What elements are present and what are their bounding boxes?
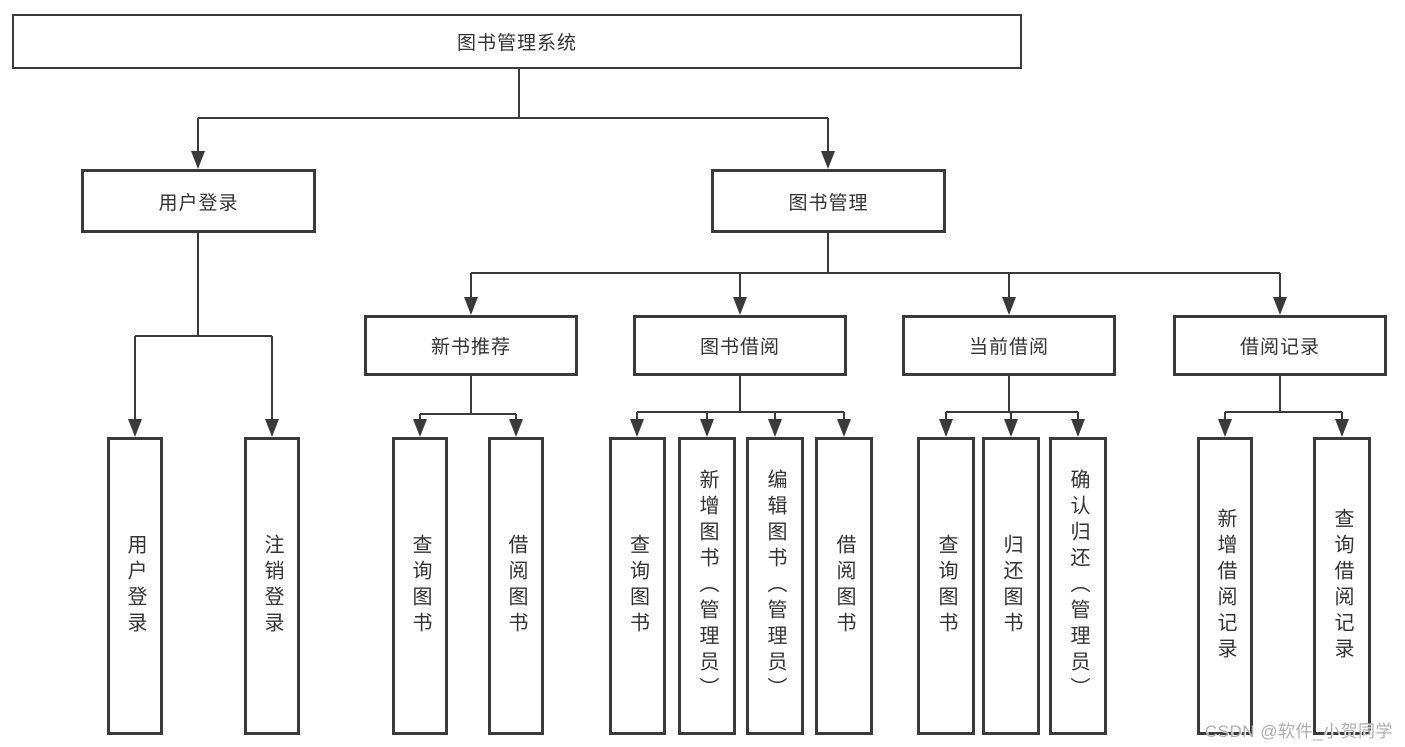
node-book-management: 图书管理 xyxy=(711,169,946,233)
node-borrow-records: 借阅记录 xyxy=(1173,315,1387,376)
node-logout: 注销登录 xyxy=(244,437,300,735)
node-label: 查询图书 xyxy=(935,534,957,638)
node-label: 查询图书 xyxy=(626,534,649,638)
node-label: 新增借阅记录 xyxy=(1214,508,1236,664)
node-label: 查询图书 xyxy=(409,534,431,638)
csdn-watermark: CSDN @软件_小贺同学 xyxy=(1204,722,1393,741)
node-label: 用户登录 xyxy=(124,534,146,638)
node-query-books-recommend: 查询图书 xyxy=(392,437,448,735)
connector-borrow-records-branch xyxy=(1224,376,1343,424)
node-query-books-borrowing: 查询图书 xyxy=(609,437,666,735)
node-user-login-leaf: 用户登录 xyxy=(107,437,163,735)
node-add-borrow-record: 新增借阅记录 xyxy=(1197,437,1253,735)
node-borrow-books-recommend: 借阅图书 xyxy=(488,437,544,735)
node-label: 归还图书 xyxy=(1000,534,1022,638)
node-new-book-recommendation: 新书推荐 xyxy=(364,315,578,376)
node-query-books-current: 查询图书 xyxy=(917,437,975,735)
node-book-borrowing: 图书借阅 xyxy=(633,315,847,376)
node-label: 用户登录 xyxy=(158,192,239,214)
connector-current-borrowing-branch xyxy=(945,376,1079,424)
node-borrow-books-borrowing: 借阅图书 xyxy=(815,437,873,735)
node-label: 注销登录 xyxy=(261,534,283,638)
node-label: 新书推荐 xyxy=(430,337,511,358)
node-label: 图书管理 xyxy=(788,192,869,214)
node-label: 借阅图书 xyxy=(833,534,855,638)
connector-new-book-branch xyxy=(419,376,517,424)
connector-root-to-level2 xyxy=(197,69,829,156)
node-label: 当前借阅 xyxy=(968,337,1049,358)
node-library-management-system: 图书管理系统 xyxy=(12,14,1022,69)
arrowheads xyxy=(128,151,1349,437)
node-add-books-admin: 新增图书（管理员） xyxy=(678,437,736,735)
connector-book-management-branch xyxy=(470,233,1281,302)
connector-book-borrowing-branch xyxy=(636,376,845,424)
node-label: 借阅图书 xyxy=(505,534,527,638)
node-return-books: 归还图书 xyxy=(982,437,1040,735)
node-query-borrow-record: 查询借阅记录 xyxy=(1313,437,1371,735)
node-label: 图书借阅 xyxy=(699,337,780,358)
node-label: 借阅记录 xyxy=(1239,337,1320,358)
node-user-login-group: 用户登录 xyxy=(81,169,316,233)
node-current-borrowing: 当前借阅 xyxy=(902,315,1116,376)
node-confirm-return-admin: 确认归还（管理员） xyxy=(1049,437,1107,735)
node-label: 编辑图书（管理员） xyxy=(764,469,786,703)
node-label: 查询借阅记录 xyxy=(1331,508,1353,664)
node-label: 图书管理系统 xyxy=(456,33,577,54)
node-edit-books-admin: 编辑图书（管理员） xyxy=(746,437,804,735)
connector-user-login-branch xyxy=(134,233,273,424)
node-label: 新增图书（管理员） xyxy=(696,469,718,703)
node-label: 确认归还（管理员） xyxy=(1067,469,1089,703)
